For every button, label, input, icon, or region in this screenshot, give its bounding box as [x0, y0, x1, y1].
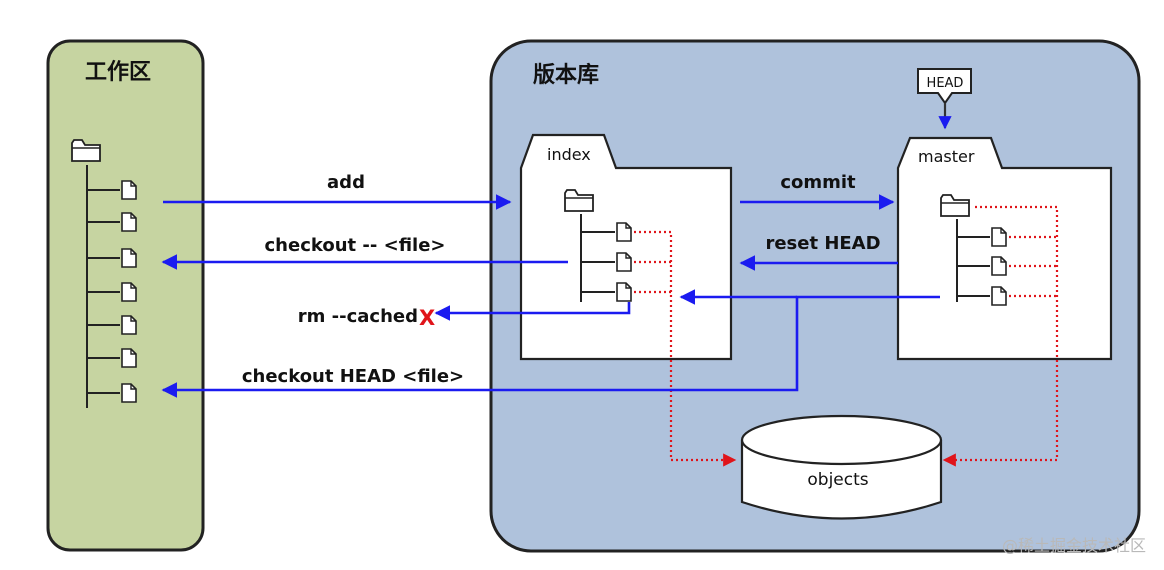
index-label: index	[547, 145, 591, 164]
workspace-file-tree	[71, 139, 137, 408]
file-icon	[121, 180, 137, 200]
index-box: index	[519, 133, 733, 361]
watermark: @稀土掘金技术社区	[1001, 536, 1146, 555]
file-icon	[616, 282, 632, 302]
file-icon	[121, 348, 137, 368]
rm-cached-command: rm --cached	[298, 306, 418, 327]
objects-label: objects	[807, 470, 868, 490]
index-objects-links	[634, 230, 737, 467]
head-pointer: HEAD	[917, 68, 972, 130]
repository-title: 版本库	[533, 63, 599, 88]
rm-cached-x-mark: X	[419, 306, 435, 330]
master-label: master	[918, 147, 975, 166]
workspace-title: 工作区	[85, 60, 151, 85]
checkout-file-command: checkout -- <file>	[265, 235, 446, 256]
rm-cached-arrow	[434, 302, 631, 321]
file-icon	[616, 222, 632, 242]
file-icon	[121, 212, 137, 232]
master-objects-links	[942, 205, 1059, 467]
add-command: add	[327, 172, 365, 193]
file-icon	[616, 252, 632, 272]
file-icon	[121, 248, 137, 268]
file-icon	[991, 256, 1007, 276]
file-icon	[121, 315, 137, 335]
workspace-panel: 工作区	[46, 39, 205, 552]
master-box: master	[896, 136, 1113, 361]
file-icon	[121, 383, 137, 403]
commit-command: commit	[780, 172, 856, 193]
checkout-head-file-command: checkout HEAD <file>	[242, 366, 464, 387]
file-icon	[991, 286, 1007, 306]
checkout-head-file-arrow	[161, 295, 940, 398]
file-icon	[991, 227, 1007, 247]
head-label: HEAD	[927, 76, 964, 91]
reset-head-command: reset HEAD	[765, 233, 880, 254]
file-icon	[121, 282, 137, 302]
objects-store: objects	[740, 414, 943, 520]
